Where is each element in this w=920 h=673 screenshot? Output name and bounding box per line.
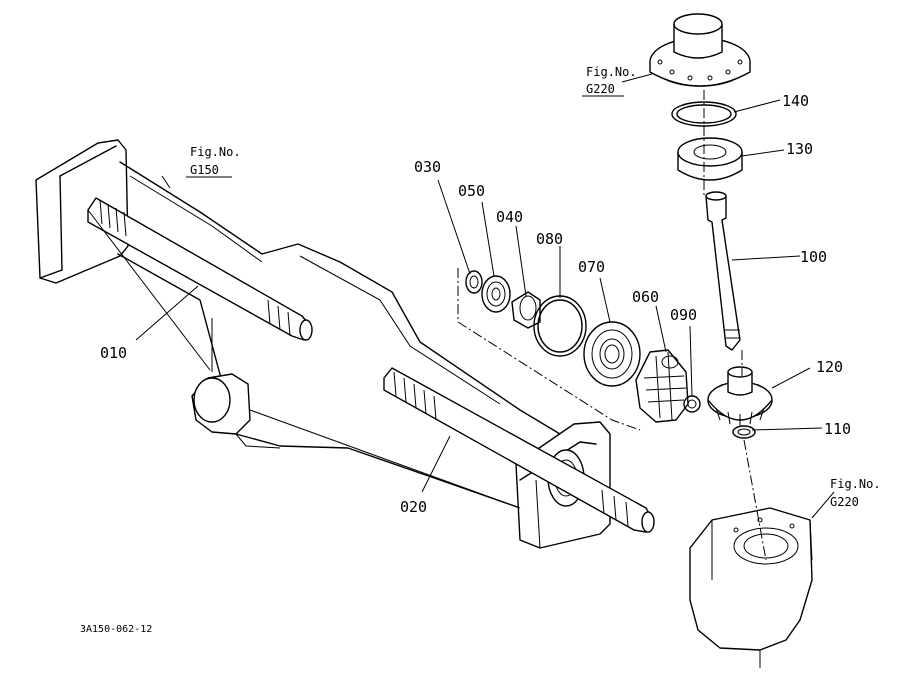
bearing-050 [481, 275, 511, 313]
figure-ref-g220-top: Fig.No. G220 [582, 65, 637, 97]
top-cover [649, 13, 751, 87]
bearing-070 [583, 321, 641, 387]
snap-ring-110 [732, 425, 756, 439]
figure-ref-g150: Fig.No. G150 [186, 145, 241, 178]
part-label-080: 080 [536, 230, 563, 248]
bearing-130 [677, 137, 743, 181]
part-label-040: 040 [496, 208, 523, 226]
oring-080 [533, 295, 587, 357]
leader-lines [135, 73, 835, 519]
part-label-120: 120 [816, 358, 843, 376]
part-label-070: 070 [578, 258, 605, 276]
bevel-gear-060 [635, 349, 689, 423]
figure-ref-prefix: Fig.No. [190, 145, 241, 159]
part-label-050: 050 [458, 182, 485, 200]
lower-case [689, 507, 813, 668]
collar-040 [511, 291, 541, 329]
figure-ref-g220-bottom: Fig.No. G220 [830, 477, 881, 509]
part-label-090: 090 [670, 306, 697, 324]
part-label-010: 010 [100, 344, 127, 362]
figure-ref-number: G220 [586, 82, 615, 96]
bevel-gear-120 [707, 366, 773, 426]
part-label-100: 100 [800, 248, 827, 266]
figure-ref-prefix: Fig.No. [586, 65, 637, 79]
part-label-030: 030 [414, 158, 441, 176]
shaft-020 [383, 367, 655, 533]
drawing-code: 3A150-062-12 [80, 624, 152, 635]
snap-ring-030 [465, 270, 483, 294]
part-label-130: 130 [786, 140, 813, 158]
figure-ref-number: G150 [190, 163, 219, 177]
shaft-100 [705, 191, 741, 351]
part-label-060: 060 [632, 288, 659, 306]
figure-ref-number: G220 [830, 495, 859, 509]
shaft-010 [87, 197, 313, 341]
figure-ref-prefix: Fig.No. [830, 477, 881, 491]
part-label-140: 140 [782, 92, 809, 110]
part-label-020: 020 [400, 498, 427, 516]
part-label-110: 110 [824, 420, 851, 438]
part-labels: 010 020 030 040 050 060 070 080 090 100 … [100, 92, 851, 516]
